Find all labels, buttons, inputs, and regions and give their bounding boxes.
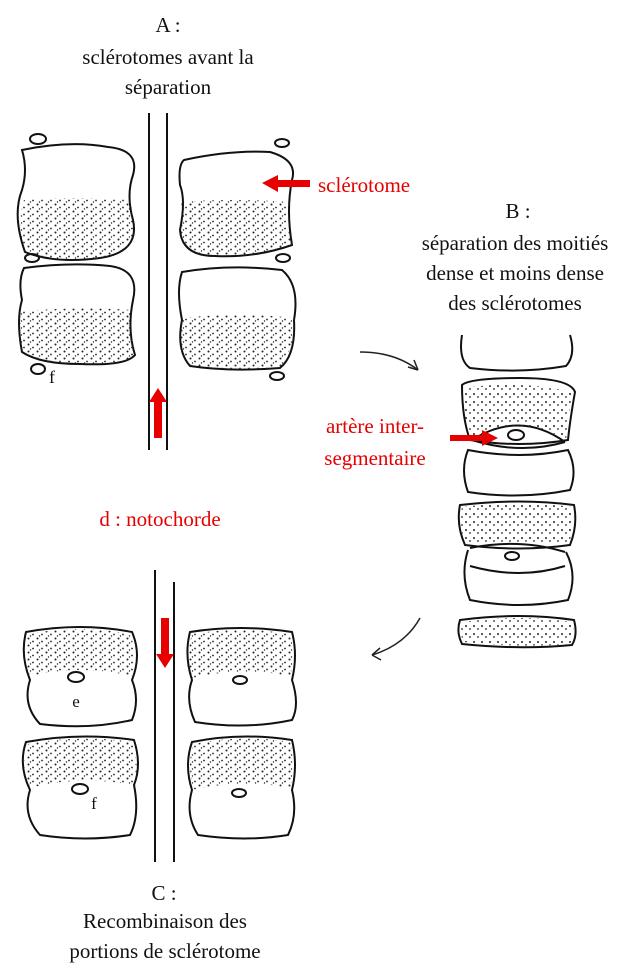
sclerotome-label: sclérotome — [318, 172, 448, 199]
vessel-circle — [275, 139, 289, 147]
panel-b-dense-halves — [460, 385, 573, 646]
artery-label-line1: artère inter- — [300, 413, 450, 440]
panel-a-caption-line1: sclérotomes avant la — [40, 44, 296, 71]
artery-circle — [508, 430, 524, 440]
artery-circle — [505, 552, 519, 560]
artery-label-line2: segmentaire — [300, 445, 450, 472]
label-f-panel-a: f — [42, 364, 62, 391]
notochord-down-arrow — [156, 618, 174, 668]
vessel-circle — [232, 789, 246, 797]
notochord-up-arrow — [149, 388, 167, 438]
panel-a-title: A : — [128, 12, 208, 39]
vessel-circle — [30, 134, 46, 144]
vessel-circle — [233, 676, 247, 684]
panel-b-caption-line2: dense et moins dense — [394, 260, 636, 287]
panel-b-drawing — [458, 335, 575, 647]
label-f-panel-c: f — [84, 790, 104, 817]
vessel-circle — [270, 372, 284, 380]
panel-c-caption-line2: portions de sclérotome — [30, 938, 300, 965]
panel-a-caption-line2: séparation — [40, 74, 296, 101]
vessel-circle — [68, 672, 84, 682]
panel-c-title: C : — [124, 880, 204, 907]
panel-c-dense-halves — [24, 629, 293, 790]
panel-c-drawing — [23, 570, 296, 862]
panel-b-caption-line1: séparation des moitiés — [394, 230, 636, 257]
notochord-label: d : notochorde — [60, 506, 260, 533]
panel-c-caption-line1: Recombinaison des — [30, 908, 300, 935]
label-e: e — [66, 688, 86, 715]
panel-b-title: B : — [478, 198, 558, 225]
panel-b-caption-line3: des sclérotomes — [394, 290, 636, 317]
vessel-circle — [276, 254, 290, 262]
flow-arrows — [360, 352, 420, 660]
panel-a-dense-halves — [18, 198, 295, 370]
sclerotome-pointer-arrow — [262, 175, 310, 192]
